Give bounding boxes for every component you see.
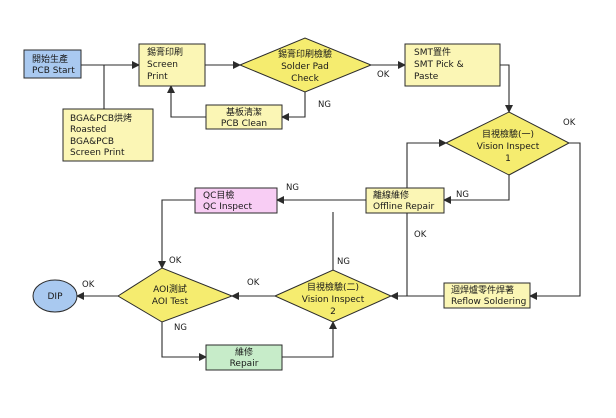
node-screen-print: 錫膏印刷 Screen Print (138, 43, 206, 87)
node-solder-pad-check-line-1: 錫膏印刷檢驗 (278, 48, 332, 60)
edge-label-check-ng: NG (318, 100, 331, 110)
node-qc-inspect-line-1: QC目檢 (203, 189, 234, 201)
edge-label-vi2-ng: NG (337, 257, 350, 267)
node-vision-inspect-1-line-2: Vision Inspect (477, 142, 540, 152)
node-smt-pick-place: SMT置件 SMT Pick & Paste (404, 43, 501, 87)
edge-check-to-clean (281, 92, 306, 121)
node-bga-roasted-line-3: BGA&PCB (70, 137, 114, 147)
node-vision-inspect-2-line-3: 2 (330, 307, 336, 317)
edge-offline-to-vi1 (406, 139, 447, 188)
edge-qc-to-aoi (158, 199, 195, 269)
node-dip: DIP (32, 279, 78, 313)
node-qc-inspect: QC目檢 QC Inspect (194, 187, 278, 214)
node-aoi-test-line-1: AOI測試 (153, 283, 187, 295)
node-pcb-clean: 基板清潔 PCB Clean (205, 104, 283, 130)
node-bga-roasted-line-1: BGA&PCB烘烤 (70, 112, 132, 124)
edge-repair-to-vi2 (282, 321, 337, 358)
edge-smt-to-vi1 (500, 64, 513, 113)
node-offline-repair: 離線維修 Offline Repair (365, 187, 445, 214)
node-solder-pad-check-line-2: Solder Pad (281, 62, 329, 72)
node-bga-roasted: BGA&PCB烘烤 Roasted BGA&PCB Screen Print (62, 108, 154, 162)
node-offline-repair-line-2: Offline Repair (373, 202, 435, 212)
node-repair-line-1: 維修 (235, 346, 253, 358)
node-solder-pad-check: 錫膏印刷檢驗 Solder Pad Check (238, 37, 373, 93)
node-offline-repair-line-1: 離線維修 (373, 189, 409, 201)
node-repair: 維修 Repair (205, 344, 283, 371)
edge-label-qc-ng: NG (286, 183, 299, 193)
node-pcb-clean-line-1: 基板清潔 (226, 106, 262, 118)
node-pcb-clean-line-2: PCB Clean (221, 119, 267, 129)
node-reflow-soldering-line-2: Reflow Soldering (451, 297, 526, 307)
node-screen-print-line-1: 錫膏印刷 (147, 46, 183, 58)
node-pcb-start-line-1: 開始生產 (32, 53, 68, 65)
node-aoi-test: AOI測試 AOI Test (117, 267, 234, 323)
node-pcb-start: 開始生產 PCB Start (23, 49, 82, 79)
node-solder-pad-check-line-3: Check (291, 74, 319, 84)
edge-vi1-to-reflow (529, 142, 581, 300)
edge-label-offline-ok: OK (414, 230, 427, 240)
node-screen-print-line-3: Print (147, 72, 168, 82)
edge-clean-to-print (167, 85, 206, 118)
node-qc-inspect-line-2: QC Inspect (203, 202, 252, 212)
node-pcb-start-line-2: PCB Start (32, 66, 75, 76)
node-vision-inspect-2-line-1: 目視檢驗(二) (307, 281, 359, 293)
node-screen-print-line-2: Screen (147, 60, 178, 70)
edge-vi1-to-offline (443, 175, 510, 204)
node-vision-inspect-1-line-1: 目視檢驗(一) (482, 128, 534, 140)
node-repair-line-2: Repair (230, 359, 259, 369)
edge-label-qc-ok: OK (169, 256, 182, 266)
edge-label-aoi-ok: OK (82, 280, 95, 290)
node-vision-inspect-2: 目視檢驗(二) Vision Inspect 2 (273, 269, 393, 323)
edge-label-vi1-ng: NG (456, 190, 469, 200)
edge-label-vi2-ok: OK (247, 278, 260, 288)
node-smt-pick-place-line-1: SMT置件 (414, 46, 451, 58)
edge-label-check-ok: OK (377, 70, 390, 80)
node-reflow-soldering-line-1: 迴焊爐零件焊著 (451, 284, 514, 296)
node-smt-pick-place-line-2: SMT Pick & (414, 60, 464, 70)
node-vision-inspect-2-line-2: Vision Inspect (302, 295, 365, 305)
node-smt-pick-place-line-3: Paste (414, 72, 439, 82)
edge-aoi-to-repair (161, 322, 207, 361)
node-reflow-soldering: 迴焊爐零件焊著 Reflow Soldering (443, 282, 531, 309)
edge-label-aoi-ng: NG (174, 323, 187, 333)
node-vision-inspect-1-line-3: 1 (505, 154, 511, 164)
edge-label-vi1-ok: OK (563, 118, 576, 128)
node-aoi-test-line-2: AOI Test (152, 297, 189, 307)
node-dip-label: DIP (47, 292, 63, 302)
node-bga-roasted-line-2: Roasted (70, 125, 106, 135)
node-vision-inspect-1: 目視檢驗(一) Vision Inspect 1 (444, 111, 571, 176)
node-bga-roasted-line-4: Screen Print (70, 148, 125, 158)
